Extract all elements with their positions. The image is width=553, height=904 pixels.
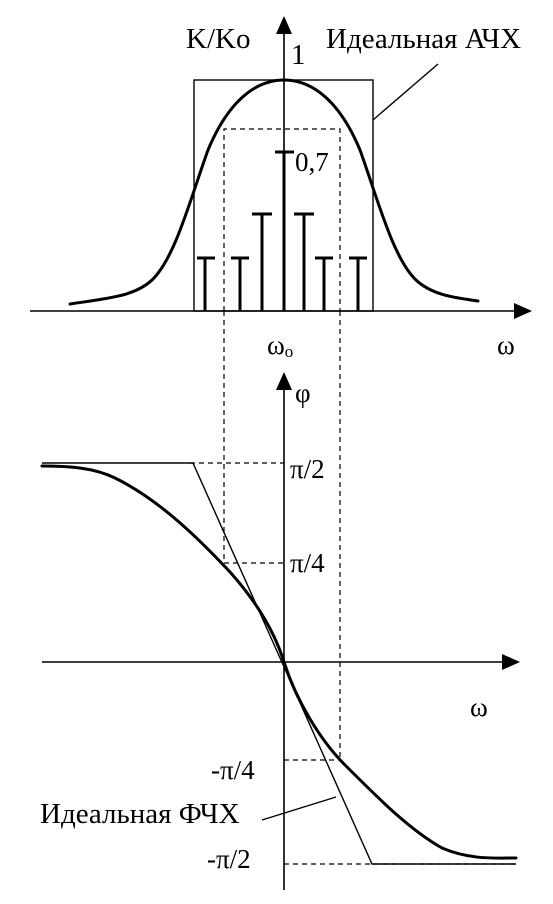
real-phase-curve — [40, 464, 518, 860]
amplitude-y-axis-arrow — [276, 16, 292, 34]
spectral-line — [197, 256, 215, 311]
ideal-phase-label: Идеальная ФЧХ — [40, 798, 240, 830]
center-frequency-subscript: o — [285, 342, 294, 361]
tick-label-minus-pi-2: -π/2 — [207, 844, 251, 874]
spectral-line — [275, 150, 294, 311]
phase-response-plot: φ π/2 π/4 -π/4 -π/2 ω Идеальная ФЧХ — [40, 311, 520, 890]
ideal-amplitude-leader — [372, 63, 439, 121]
amplitude-x-axis-label: ω — [497, 330, 515, 360]
phase-y-axis-label: φ — [295, 378, 311, 408]
spectral-line — [294, 212, 314, 311]
amplitude-y-axis-label: K/Ko — [186, 23, 250, 55]
ideal-phase-leader — [261, 796, 337, 821]
tick-label-pi-4: π/4 — [290, 548, 325, 578]
tick-label-pi-2: π/2 — [290, 454, 325, 484]
amplitude-peak-label: 1 — [291, 39, 306, 71]
ideal-phase-line — [42, 462, 516, 865]
spectral-line — [231, 256, 249, 311]
ideal-amplitude-label: Идеальная АЧХ — [326, 23, 521, 55]
phase-x-axis-label: ω — [470, 692, 488, 722]
amplitude-x-axis-arrow — [514, 303, 532, 319]
spectral-line — [315, 256, 333, 311]
amplitude-response-plot: K/Ko 1 0,7 Идеальная АЧХ ω ωo — [30, 16, 532, 361]
center-frequency-label: ωo — [267, 330, 293, 361]
level-0-7-dashed-box — [223, 128, 341, 311]
amplitude-level-label: 0,7 — [295, 147, 329, 177]
spectral-line — [349, 256, 367, 311]
phase-y-axis-arrow — [276, 372, 292, 390]
tick-label-minus-pi-4: -π/4 — [211, 755, 255, 785]
real-amplitude-curve — [68, 78, 480, 306]
spectral-line — [252, 212, 272, 311]
spectral-lines — [197, 150, 367, 311]
phase-x-axis-arrow — [502, 654, 520, 670]
